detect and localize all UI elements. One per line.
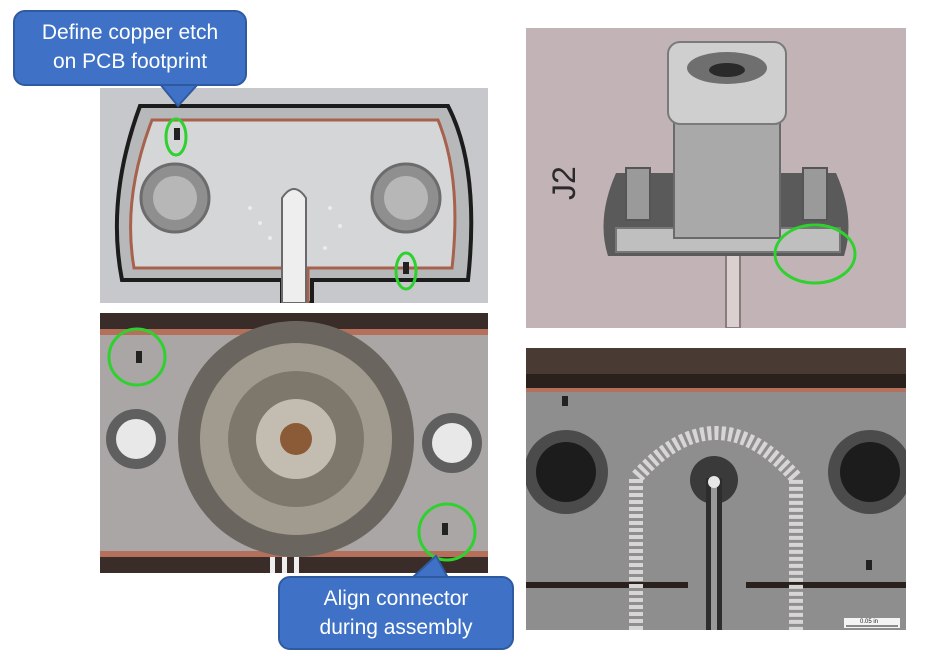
scale-bar-label: 0.05 in [860, 619, 879, 625]
callout-define-copper-etch: Define copper etch on PCB footprint [13, 10, 247, 86]
callout-align-connector-line2: during assembly [319, 616, 473, 639]
sma-connector-photo [526, 28, 906, 328]
callout-define-copper-etch-line2: on PCB footprint [52, 50, 208, 73]
connector-reference-label: J2 [546, 166, 582, 200]
callout-define-copper-etch-line1: Define copper etch [41, 21, 219, 44]
callout-align-connector-line1: Align connector [323, 587, 469, 610]
callout-align-connector: Align connector during assembly [278, 576, 514, 650]
microscope-closeup-photo [526, 348, 906, 630]
aligned-connector-photo [100, 313, 488, 573]
pcb-footprint-photo [100, 88, 488, 303]
